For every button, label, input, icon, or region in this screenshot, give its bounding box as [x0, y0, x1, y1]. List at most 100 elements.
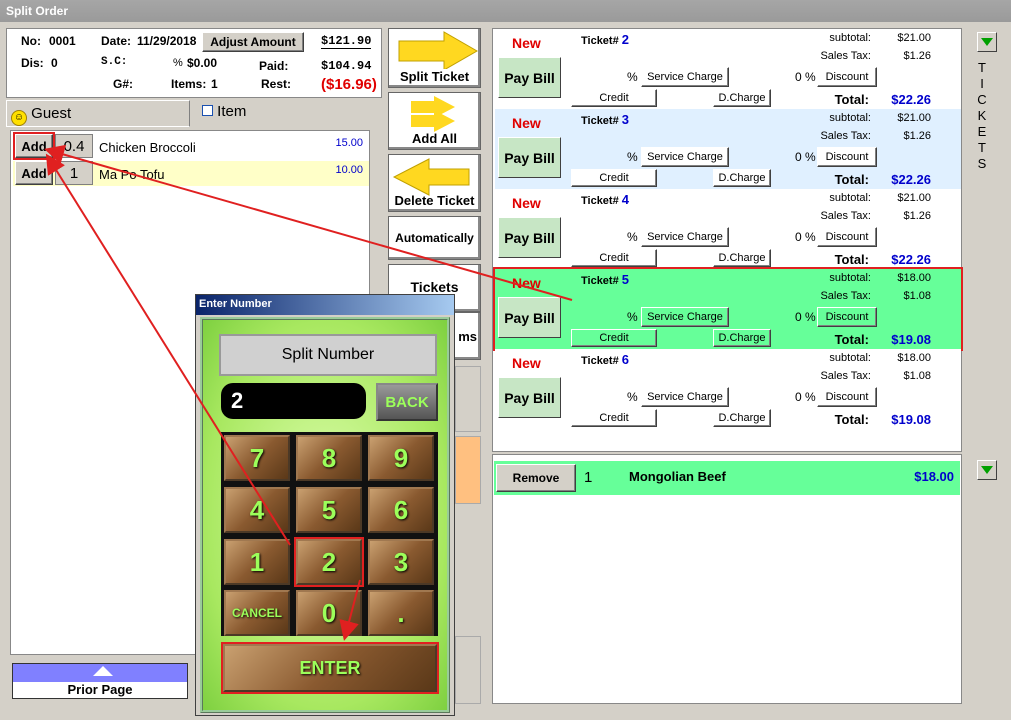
mid-button-blank-2[interactable]	[455, 636, 481, 704]
sc-pct: %	[627, 150, 638, 164]
delete-ticket-label: Delete Ticket	[394, 193, 475, 208]
down-arrow-icon	[981, 466, 993, 474]
add-button[interactable]: Add	[15, 161, 53, 185]
mid-button-blank-1[interactable]	[455, 366, 481, 432]
sc-pct: %	[627, 230, 638, 244]
total-label: Total:	[834, 172, 869, 187]
sc-pct: %	[173, 57, 183, 69]
sc-value: $0.00	[187, 56, 218, 70]
pay-bill-button[interactable]: Pay Bill	[498, 377, 561, 418]
ticket-card-selected[interactable]: New Pay Bill Ticket# 5 subtotal: $18.00 …	[493, 267, 963, 351]
delete-ticket-button[interactable]: Delete Ticket	[388, 154, 481, 212]
scroll-down-button[interactable]	[977, 32, 997, 52]
service-charge-button[interactable]: Service Charge	[641, 227, 729, 247]
item-name: Chicken Broccoli	[99, 140, 196, 155]
ticket-number: Ticket# 3	[581, 112, 630, 127]
list-item[interactable]: Add 0.4 Chicken Broccoli 15.00	[13, 132, 369, 160]
key-6[interactable]: 6	[368, 487, 434, 533]
add-button[interactable]: Add	[13, 132, 55, 160]
key-7[interactable]: 7	[224, 435, 290, 481]
order-no-label: No:	[21, 34, 41, 48]
tab-item[interactable]: Item	[196, 100, 382, 127]
subtotal-value: $21.00	[897, 112, 931, 124]
item-price: 10.00	[335, 164, 363, 176]
ticket-card[interactable]: New Pay Bill Ticket# 2 subtotal: $21.00 …	[495, 29, 961, 109]
item-price: 15.00	[335, 137, 363, 149]
service-charge-button[interactable]: Service Charge	[641, 387, 729, 407]
dcharge-button[interactable]: D.Charge	[713, 249, 771, 267]
credit-button[interactable]: Credit	[571, 329, 657, 347]
key-0[interactable]: 0	[296, 590, 362, 636]
key-8[interactable]: 8	[296, 435, 362, 481]
tab-guest[interactable]: ☺ Guest	[6, 100, 190, 127]
cancel-button[interactable]: CANCEL	[224, 590, 290, 636]
key-1[interactable]: 1	[224, 539, 290, 585]
new-label: New	[512, 355, 541, 371]
pay-bill-button[interactable]: Pay Bill	[498, 57, 561, 98]
discount-button[interactable]: Discount	[817, 387, 877, 407]
dis-value: 0	[51, 56, 58, 70]
key-dot[interactable]: .	[368, 590, 434, 636]
credit-button[interactable]: Credit	[571, 169, 657, 187]
dcharge-button[interactable]: D.Charge	[713, 329, 771, 347]
rest-label: Rest:	[261, 77, 292, 91]
tab-item-label: Item	[217, 103, 247, 120]
new-label: New	[512, 195, 541, 211]
total-value: $19.08	[891, 412, 931, 427]
ticket-card[interactable]: New Pay Bill Ticket# 4 subtotal: $21.00 …	[495, 189, 961, 269]
discount-button[interactable]: Discount	[817, 147, 877, 167]
detail-qty: 1	[584, 469, 593, 486]
mid-button-orange[interactable]	[455, 436, 481, 504]
paid-value: $104.94	[321, 59, 372, 73]
new-label: New	[512, 275, 541, 291]
dcharge-button[interactable]: D.Charge	[713, 169, 771, 187]
enter-button[interactable]: ENTER	[221, 642, 439, 694]
tax-value: $1.08	[903, 290, 931, 302]
service-charge-button[interactable]: Service Charge	[641, 67, 729, 87]
split-ticket-button[interactable]: Split Ticket	[388, 28, 481, 88]
total-label: Total:	[834, 252, 869, 267]
discount-button[interactable]: Discount	[817, 227, 877, 247]
automatically-button[interactable]: Automatically	[388, 216, 481, 260]
ticket-detail-panel: Remove 1 Mongolian Beef $18.00	[492, 454, 962, 704]
list-item[interactable]: Add 1 Ma Po Tofu 10.00	[13, 161, 369, 186]
discount-button[interactable]: Discount	[817, 307, 877, 327]
keypad-panel: Split Number 2 BACK 7 8 9 4 5 6 1 2 3 CA…	[200, 317, 450, 713]
pay-bill-button[interactable]: Pay Bill	[498, 297, 561, 338]
pay-bill-button[interactable]: Pay Bill	[498, 217, 561, 258]
dialog-title: Enter Number	[196, 295, 454, 315]
add-all-button[interactable]: Add All	[388, 92, 481, 150]
detail-scroll-button[interactable]	[977, 460, 997, 480]
tax-label: Sales Tax:	[820, 130, 871, 142]
service-charge-button[interactable]: Service Charge	[641, 307, 729, 327]
dcharge-button[interactable]: D.Charge	[713, 409, 771, 427]
credit-button[interactable]: Credit	[571, 89, 657, 107]
back-button[interactable]: BACK	[376, 383, 438, 421]
credit-button[interactable]: Credit	[571, 249, 657, 267]
subtotal-label: subtotal:	[829, 192, 871, 204]
key-5[interactable]: 5	[296, 487, 362, 533]
key-2[interactable]: 2	[294, 537, 364, 587]
key-3[interactable]: 3	[368, 539, 434, 585]
ticket-card[interactable]: New Pay Bill Ticket# 3 subtotal: $21.00 …	[495, 109, 961, 189]
remove-button[interactable]: Remove	[496, 464, 576, 492]
key-4[interactable]: 4	[224, 487, 290, 533]
sc-pct: %	[627, 390, 638, 404]
detail-row[interactable]: Remove 1 Mongolian Beef $18.00	[494, 461, 960, 495]
ticket-number: Ticket# 2	[581, 32, 630, 47]
pay-bill-button[interactable]: Pay Bill	[498, 137, 561, 178]
new-label: New	[512, 115, 541, 131]
service-charge-button[interactable]: Service Charge	[641, 147, 729, 167]
ticket-card[interactable]: New Pay Bill Ticket# 6 subtotal: $18.00 …	[495, 349, 961, 429]
split-ticket-label: Split Ticket	[399, 69, 470, 84]
sc-pct: %	[627, 70, 638, 84]
key-9[interactable]: 9	[368, 435, 434, 481]
right-arrow-icon	[398, 31, 479, 69]
dcharge-button[interactable]: D.Charge	[713, 89, 771, 107]
credit-button[interactable]: Credit	[571, 409, 657, 427]
adjust-amount-button[interactable]: Adjust Amount	[202, 32, 304, 52]
prior-page-button[interactable]: Prior Page	[12, 663, 188, 699]
discount-button[interactable]: Discount	[817, 67, 877, 87]
detail-name: Mongolian Beef	[629, 469, 726, 484]
left-arrow-icon	[392, 158, 470, 196]
